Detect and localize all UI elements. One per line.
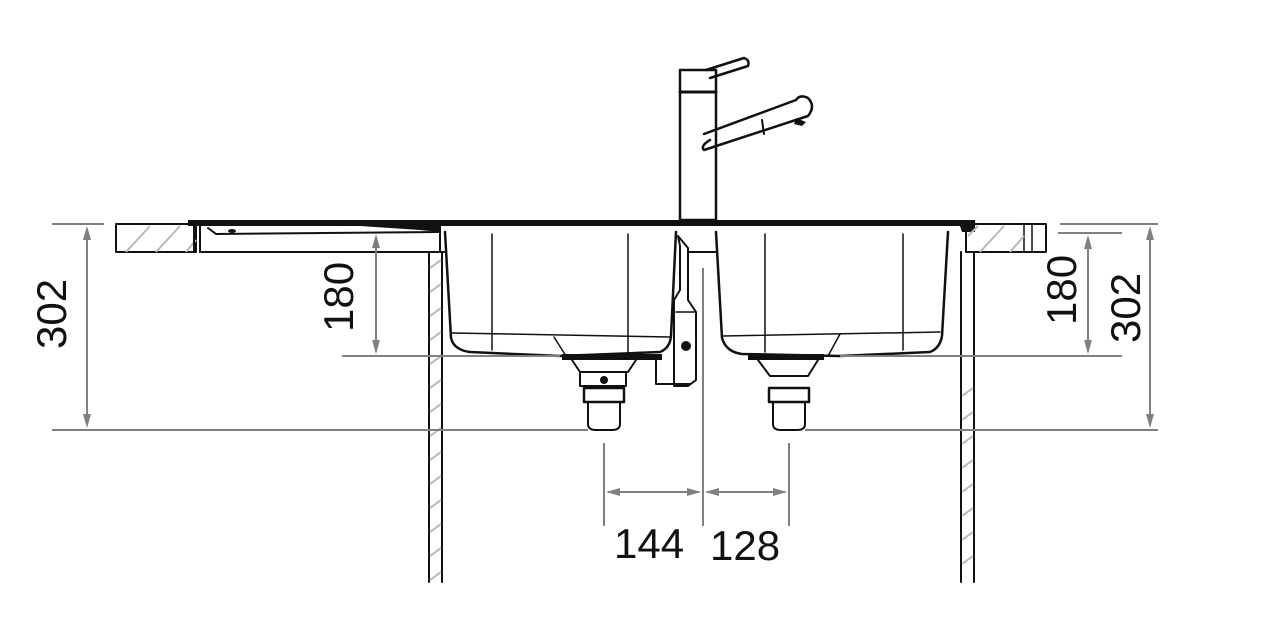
right-drain	[748, 354, 824, 431]
cabinet-wall-left	[428, 251, 443, 583]
overflow-connector	[673, 235, 717, 387]
dim-right-total-height: 302	[1102, 273, 1149, 343]
sink-rim	[188, 220, 975, 253]
faucet	[678, 56, 814, 222]
dim-left-bowl-depth: 180	[315, 262, 362, 332]
left-bowl	[443, 230, 678, 358]
countertop-left	[115, 223, 197, 253]
countertop-right	[965, 223, 1047, 253]
left-drain	[562, 354, 691, 431]
right-bowl	[714, 230, 950, 358]
dim-right-drain-offset: 128	[710, 522, 780, 569]
dim-right-bowl-depth: 180	[1038, 255, 1085, 325]
dim-left-total-height: 302	[28, 279, 75, 349]
cabinet-wall-right	[960, 251, 975, 583]
dim-left-drain-offset: 144	[614, 520, 684, 567]
dimension-lines	[52, 223, 1158, 526]
